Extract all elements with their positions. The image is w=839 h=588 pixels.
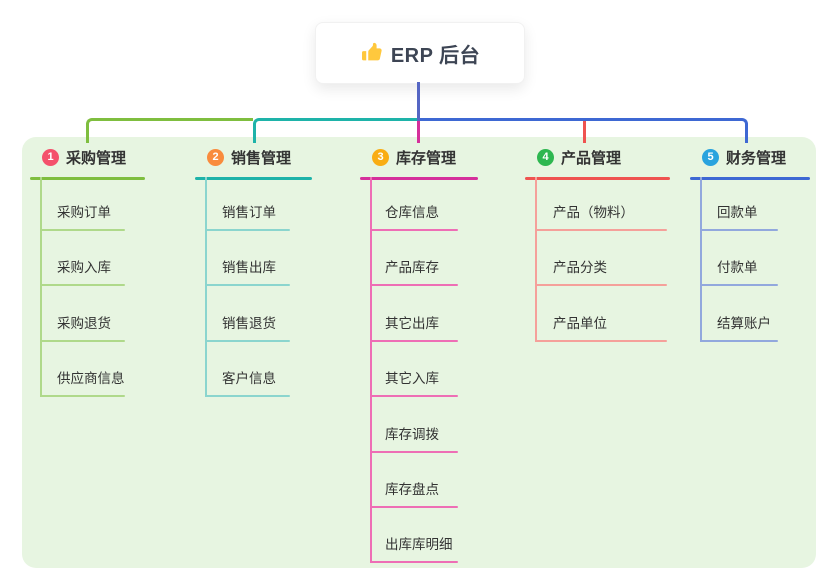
child-underline-inventory-0 xyxy=(370,229,458,231)
connector-elbow-purchase xyxy=(86,118,253,143)
connector-elbow-sales xyxy=(253,118,418,143)
child-underline-purchase-3 xyxy=(40,395,125,398)
branch-purchase: 1 采购管理采购订单采购入库采购退货供应商信息 xyxy=(30,146,145,405)
child-node-inventory-4[interactable]: 库存调拨 xyxy=(385,426,439,442)
child-node-inventory-3[interactable]: 其它入库 xyxy=(385,371,439,387)
branch-underline-inventory xyxy=(360,177,478,180)
branch-underline-purchase xyxy=(30,177,145,180)
child-underline-finance-1 xyxy=(700,284,778,287)
branch-node-product[interactable]: 4 产品管理 xyxy=(525,146,682,168)
child-underline-sales-1 xyxy=(205,284,290,287)
children-connector-line-product xyxy=(535,177,537,342)
connector-drop-product xyxy=(583,121,586,143)
branch-sales: 2 销售管理销售订单销售出库销售退货客户信息 xyxy=(195,146,312,405)
child-node-sales-1[interactable]: 销售出库 xyxy=(222,260,276,276)
branch-badge-finance: 5 xyxy=(702,148,719,166)
children-connector-line-sales xyxy=(205,177,207,398)
child-node-inventory-5[interactable]: 库存盘点 xyxy=(385,482,439,497)
branch-badge-product: 4 xyxy=(537,148,554,166)
child-underline-inventory-1 xyxy=(370,284,458,287)
child-underline-product-2 xyxy=(535,339,667,342)
child-underline-finance-0 xyxy=(700,229,778,231)
connector-root-line xyxy=(417,82,420,121)
child-underline-purchase-0 xyxy=(40,229,125,231)
child-underline-purchase-1 xyxy=(40,284,125,287)
child-underline-finance-2 xyxy=(700,339,778,342)
branch-product: 4 产品管理产品（物料） 产品分类产品单位 xyxy=(525,146,670,350)
branch-node-finance[interactable]: 5 财务管理 xyxy=(690,146,822,168)
branches-panel xyxy=(22,137,816,568)
child-node-sales-0[interactable]: 销售订单 xyxy=(222,205,276,220)
child-node-finance-1[interactable]: 付款单 xyxy=(717,260,758,276)
child-underline-purchase-2 xyxy=(40,339,125,342)
branch-node-inventory[interactable]: 3 库存管理 xyxy=(360,146,490,168)
branch-underline-finance xyxy=(690,177,810,180)
child-node-sales-2[interactable]: 销售退货 xyxy=(222,315,276,331)
branch-underline-product xyxy=(525,177,670,180)
child-underline-sales-0 xyxy=(205,229,290,231)
child-node-finance-0[interactable]: 回款单 xyxy=(717,205,758,220)
child-node-product-0[interactable]: 产品（物料） xyxy=(553,205,634,220)
child-node-finance-2[interactable]: 结算账户 xyxy=(717,315,771,331)
children-connector-line-purchase xyxy=(40,177,42,398)
child-underline-sales-3 xyxy=(205,395,290,398)
child-underline-product-0 xyxy=(535,229,667,231)
child-node-inventory-2[interactable]: 其它出库 xyxy=(385,315,439,331)
child-node-purchase-1[interactable]: 采购入库 xyxy=(57,260,111,276)
children-connector-line-finance xyxy=(700,177,702,342)
branch-underline-sales xyxy=(195,177,312,180)
child-underline-sales-2 xyxy=(205,339,290,342)
branch-inventory: 3 库存管理仓库信息产品库存其它出库其它入库库存调拨库存盘点出库库明细 xyxy=(360,146,478,571)
root-node-label: ERP 后台 xyxy=(390,44,481,67)
child-node-product-1[interactable]: 产品分类 xyxy=(553,260,607,276)
root-node[interactable]: ERP 后台 xyxy=(315,22,525,84)
child-node-inventory-1[interactable]: 产品库存 xyxy=(385,260,439,276)
child-node-inventory-0[interactable]: 仓库信息 xyxy=(385,205,439,220)
branch-node-sales[interactable]: 2 销售管理 xyxy=(195,146,324,168)
branch-label-inventory: 库存管理 xyxy=(396,149,457,167)
child-node-inventory-6[interactable]: 出库库明细 xyxy=(385,537,453,553)
child-node-purchase-0[interactable]: 采购订单 xyxy=(57,205,111,220)
child-underline-inventory-4 xyxy=(370,450,458,453)
thumbs-up-icon xyxy=(360,42,382,64)
child-underline-inventory-6 xyxy=(370,561,458,564)
branch-node-purchase[interactable]: 1 采购管理 xyxy=(30,146,157,168)
child-node-purchase-2[interactable]: 采购退货 xyxy=(57,315,111,331)
branch-badge-purchase: 1 xyxy=(42,148,59,166)
branch-label-finance: 财务管理 xyxy=(726,149,787,167)
connector-drop-inventory xyxy=(417,121,420,143)
connector-elbow-finance xyxy=(418,118,748,143)
branch-finance: 5 财务管理回款单付款单结算账户 xyxy=(690,146,810,350)
branch-badge-inventory: 3 xyxy=(372,148,389,166)
child-node-sales-3[interactable]: 客户信息 xyxy=(222,371,276,387)
child-underline-inventory-5 xyxy=(370,506,458,508)
child-underline-inventory-3 xyxy=(370,395,458,398)
branch-label-product: 产品管理 xyxy=(561,149,622,167)
branch-badge-sales: 2 xyxy=(207,148,224,166)
children-connector-line-inventory xyxy=(370,177,372,564)
branch-label-purchase: 采购管理 xyxy=(66,149,127,167)
child-underline-product-1 xyxy=(535,284,667,287)
child-node-purchase-3[interactable]: 供应商信息 xyxy=(57,371,125,387)
child-node-product-2[interactable]: 产品单位 xyxy=(553,315,607,331)
child-underline-inventory-2 xyxy=(370,339,458,342)
branch-label-sales: 销售管理 xyxy=(231,149,292,167)
